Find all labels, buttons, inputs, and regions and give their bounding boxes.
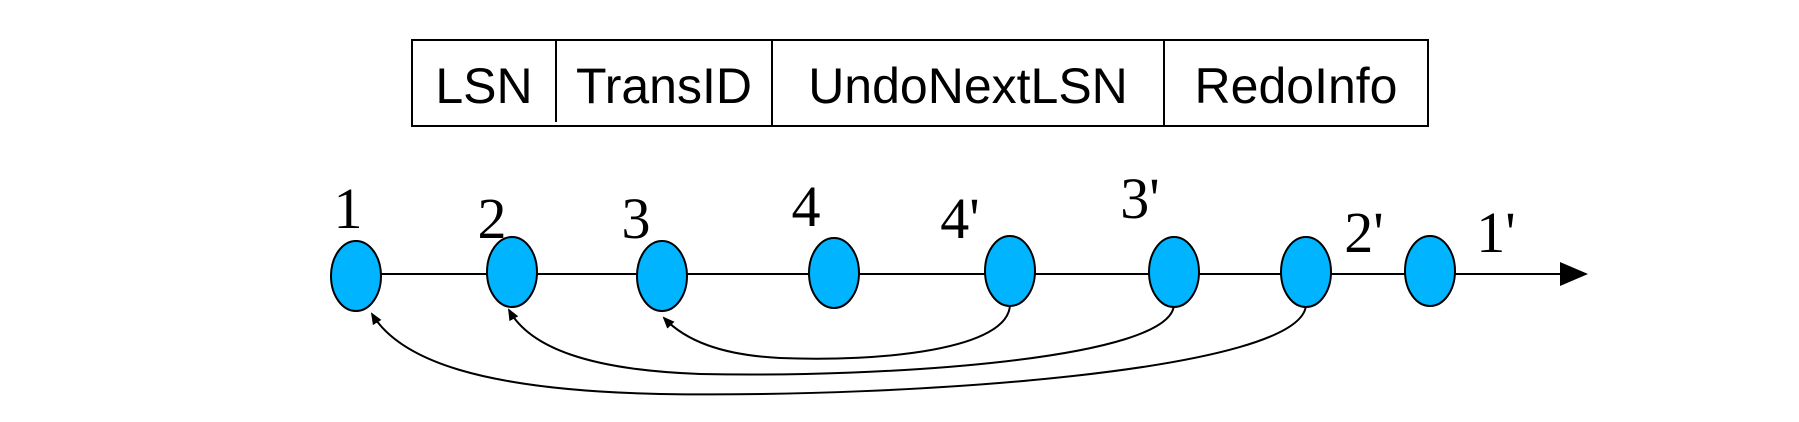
node-label-1-prime: 1' xyxy=(1476,200,1515,265)
node-label-3-prime: 3' xyxy=(1120,166,1159,231)
undo-link-2prime-to-1 xyxy=(370,303,1307,396)
node-3-prime xyxy=(1148,236,1200,308)
node-1-prime xyxy=(1404,235,1456,307)
undo-link-4prime-to-3 xyxy=(662,303,1011,360)
node-4-prime xyxy=(984,235,1036,307)
node-label-3: 3 xyxy=(622,186,651,251)
field-lsn: LSN xyxy=(435,58,532,114)
node-2 xyxy=(486,236,538,308)
field-transid: TransID xyxy=(576,58,752,114)
field-undonextlsn: UndoNextLSN xyxy=(808,58,1128,114)
log-record-format-box: LSN TransID UndoNextLSN RedoInfo xyxy=(411,39,1429,127)
timeline: 1 2 3 4 4' 3' 2' 1' xyxy=(330,166,1588,396)
node-label-2-prime: 2' xyxy=(1344,200,1383,265)
node-2-prime xyxy=(1280,236,1332,308)
node-label-4: 4 xyxy=(792,174,821,239)
field-redoinfo: RedoInfo xyxy=(1195,58,1398,114)
undo-link-3prime-to-2 xyxy=(508,303,1175,376)
node-3 xyxy=(636,240,688,312)
node-label-2: 2 xyxy=(478,186,507,251)
node-1 xyxy=(330,240,382,312)
node-label-1: 1 xyxy=(334,176,363,241)
node-4 xyxy=(808,237,860,309)
node-label-4-prime: 4' xyxy=(940,186,979,251)
